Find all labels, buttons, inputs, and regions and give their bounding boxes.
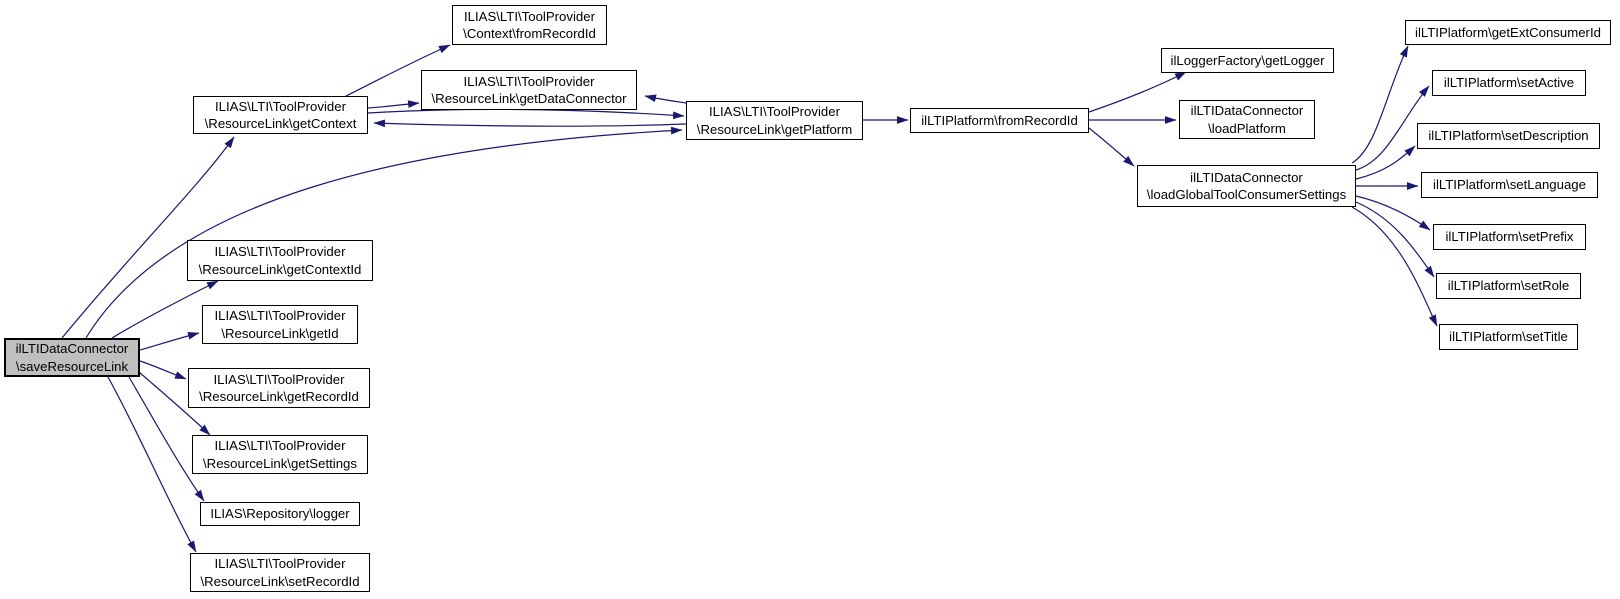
node-label-line: ILIAS\Repository\logger xyxy=(210,506,350,522)
node-label-line: ilLTIPlatform\setPrefix xyxy=(1445,229,1574,245)
node-getRecordId[interactable]: ILIAS\LTI\ToolProvider \ResourceLink\getR… xyxy=(188,368,370,408)
edge-loadGlobalToolConsumerSettings-to-setTitle xyxy=(1351,206,1438,327)
edge-loadGlobalToolConsumerSettings-to-setDescription xyxy=(1355,145,1416,180)
node-label-line: ILIAS\LTI\ToolProvider xyxy=(213,371,345,387)
node-label-line: ilLTIDataConnector xyxy=(15,341,129,357)
node-label-line: ilLTIPlatform\setRole xyxy=(1447,278,1570,294)
node-label-line: ILIAS\LTI\ToolProvider xyxy=(463,73,595,89)
edge-getPlatform-to-getDataConnector xyxy=(644,94,687,104)
node-label-line: ILIAS\LTI\ToolProvider xyxy=(709,104,840,120)
edge-loadGlobalToolConsumerSettings-to-setRole xyxy=(1355,201,1435,278)
node-label-line: ILIAS\LTI\ToolProvider xyxy=(215,98,346,114)
node-label-line: ilLTIPlatform\getExtConsumerId xyxy=(1415,24,1601,40)
edge-saveResourceLink-to-getId xyxy=(139,332,200,351)
node-setActive[interactable]: ilLTIPlatform\setActive xyxy=(1432,70,1586,96)
node-label-line: \ResourceLink\getDataConnector xyxy=(431,91,627,106)
node-getDataConnector[interactable]: ILIAS\LTI\ToolProvider \ResourceLink\getD… xyxy=(421,70,637,110)
edge-saveResourceLink-to-logger xyxy=(128,376,205,502)
node-label-line: \ResourceLink\setRecordId xyxy=(200,573,360,589)
node-label-line: ilLTIDataConnector xyxy=(1190,103,1304,119)
node-label-line: ilLTIPlatform\setDescription xyxy=(1428,128,1589,144)
node-label-line: \ResourceLink\getContextId xyxy=(198,261,362,277)
edge-saveResourceLink-to-getContext xyxy=(61,136,235,339)
node-label-line: \Context\fromRecordId xyxy=(463,26,596,41)
node-label-line: ilLTIPlatform\setActive xyxy=(1443,75,1575,91)
node-label-line: \ResourceLink\getSettings xyxy=(203,455,357,471)
node-loadGlobalToolConsumerSettings[interactable]: ilLTIDataConnector \loadGlobalToolConsume… xyxy=(1137,165,1356,207)
node-label-line: \ResourceLink\getContext xyxy=(204,116,357,131)
node-contextFromRecordId[interactable]: ILIAS\LTI\ToolProvider \Context\fromRecor… xyxy=(452,5,607,45)
node-setRecordId[interactable]: ILIAS\LTI\ToolProvider\ResourceLink\setR… xyxy=(190,553,370,592)
node-label-line: ILIAS\LTI\ToolProvider xyxy=(214,308,346,324)
node-getContext[interactable]: ILIAS\LTI\ToolProvider \ResourceLink\getC… xyxy=(193,96,368,134)
node-label-line: ilLTIDataConnector xyxy=(1190,169,1303,185)
node-getSettings[interactable]: ILIAS\LTI\ToolProvider\ResourceLink\getS… xyxy=(192,435,368,474)
node-saveResourceLink[interactable]: ilLTIDataConnector\saveResourceLink xyxy=(4,338,140,377)
node-getContextId[interactable]: ILIAS\LTI\ToolProvider\ResourceLink\getC… xyxy=(187,240,373,281)
node-label-line: \loadPlatform xyxy=(1208,120,1286,136)
edge-getContext-to-getDataConnector xyxy=(367,100,420,109)
edge-saveResourceLink-to-getContextId xyxy=(111,280,219,339)
node-getPlatform[interactable]: ILIAS\LTI\ToolProvider\ResourceLink\getP… xyxy=(686,101,863,140)
node-label-line: ILIAS\LTI\ToolProvider xyxy=(214,556,346,572)
node-getId[interactable]: ILIAS\LTI\ToolProvider\ResourceLink\getI… xyxy=(202,305,358,344)
edge-platformFromRecordId-to-getLogger xyxy=(1088,71,1187,113)
edge-loadGlobalToolConsumerSettings-to-getExtConsumerId xyxy=(1351,45,1409,164)
node-logger[interactable]: ILIAS\Repository\logger xyxy=(200,502,360,526)
edge-saveResourceLink-to-getSettings xyxy=(138,371,211,436)
node-label-line: ILIAS\LTI\ToolProvider xyxy=(214,438,346,454)
edge-loadGlobalToolConsumerSettings-to-setPrefix xyxy=(1355,195,1431,231)
node-setRole[interactable]: ilLTIPlatform\setRole xyxy=(1436,273,1581,299)
node-label-line: \ResourceLink\getRecordId xyxy=(199,389,359,404)
node-setTitle[interactable]: ilLTIPlatform\setTitle xyxy=(1439,324,1578,350)
edge-saveResourceLink-to-getRecordId xyxy=(139,360,187,380)
node-getLogger[interactable]: ilLoggerFactory\getLogger xyxy=(1161,48,1334,73)
edge-saveResourceLink-to-getPlatform xyxy=(85,126,683,339)
node-label-line: ILIAS\LTI\ToolProvider xyxy=(214,244,346,260)
node-platformFromRecordId[interactable]: ilLTIPlatform\fromRecordId xyxy=(910,108,1089,133)
node-label-line: ilLTIPlatform\setLanguage xyxy=(1433,177,1586,193)
node-label-line: \saveResourceLink xyxy=(15,358,129,374)
node-label-line: \ResourceLink\getPlatform xyxy=(696,121,853,137)
node-setLanguage[interactable]: ilLTIPlatform\setLanguage xyxy=(1421,172,1598,198)
edge-platformFromRecordId-to-loadGlobalToolConsumerSettings xyxy=(1088,127,1135,167)
node-setPrefix[interactable]: ilLTIPlatform\setPrefix xyxy=(1433,224,1586,250)
node-loadPlatform[interactable]: ilLTIDataConnector\loadPlatform xyxy=(1179,100,1315,139)
node-label-line: ilLTIPlatform\setTitle xyxy=(1449,329,1568,345)
node-label-line: ilLTIPlatform\fromRecordId xyxy=(921,112,1078,128)
node-setDescription[interactable]: ilLTIPlatform\setDescription xyxy=(1417,123,1600,149)
node-label-line: \loadGlobalToolConsumerSettings xyxy=(1146,187,1347,202)
edge-getPlatform-to-getContext xyxy=(373,119,687,128)
edge-loadGlobalToolConsumerSettings-to-setActive xyxy=(1355,85,1430,171)
node-label-line: ILIAS\LTI\ToolProvider xyxy=(464,8,595,24)
node-getExtConsumerId[interactable]: ilLTIPlatform\getExtConsumerId xyxy=(1405,20,1611,45)
edge-getContext-to-getPlatform xyxy=(367,108,685,120)
node-label-line: ilLoggerFactory\getLogger xyxy=(1170,52,1325,68)
edge-getContext-to-contextFromRecordId xyxy=(345,44,451,97)
edge-saveResourceLink-to-setRecordId xyxy=(107,376,197,553)
node-label-line: \ResourceLink\getId xyxy=(221,325,339,341)
